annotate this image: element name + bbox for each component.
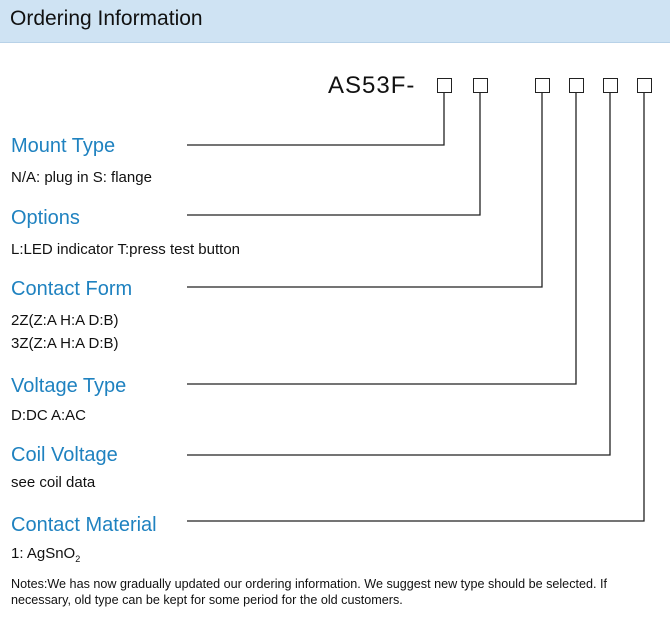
section-title-options: Options bbox=[11, 207, 80, 229]
code-box-contact-form bbox=[535, 78, 550, 93]
code-box-options bbox=[473, 78, 488, 93]
leader-line-coil-voltage bbox=[187, 93, 611, 456]
section-title-mount-type: Mount Type bbox=[11, 135, 116, 157]
leader-line-contact-material bbox=[187, 93, 645, 522]
section-text-contact-form-1: 2Z(Z:A H:A D:B) bbox=[11, 312, 119, 329]
section-title-voltage-type: Voltage Type bbox=[11, 375, 127, 397]
section-text-mount-type: N/A: plug in S: flange bbox=[11, 169, 152, 186]
code-box-coil-voltage bbox=[603, 78, 618, 93]
part-number-prefix: AS53F- bbox=[328, 72, 416, 99]
section-header: Ordering Information bbox=[0, 0, 670, 43]
section-text-coil-voltage: see coil data bbox=[11, 474, 96, 491]
section-title-contact-form: Contact Form bbox=[11, 278, 133, 300]
section-text-contact-material: 1: AgSnO2 bbox=[11, 543, 80, 570]
section-title-contact-material: Contact Material bbox=[11, 514, 157, 536]
section-text-voltage-type: D:DC A:AC bbox=[11, 407, 87, 424]
notes-text: Notes:We has now gradually updated our o… bbox=[11, 577, 607, 607]
leader-line-contact-form bbox=[187, 93, 543, 288]
code-box-mount-type bbox=[437, 78, 452, 93]
leader-line-options bbox=[187, 93, 481, 216]
leader-line-voltage-type bbox=[187, 93, 577, 385]
code-box-voltage-type bbox=[569, 78, 584, 93]
material-subscript: 2 bbox=[75, 554, 81, 564]
section-text-options: L:LED indicator T:press test button bbox=[11, 241, 241, 258]
code-box-contact-material bbox=[637, 78, 652, 93]
section-text-contact-form-2: 3Z(Z:A H:A D:B) bbox=[11, 335, 119, 352]
section-title-coil-voltage: Coil Voltage bbox=[11, 444, 118, 466]
material-code: 1: AgSnO bbox=[11, 545, 76, 562]
page-title: Ordering Information bbox=[10, 7, 203, 30]
leader-line-mount-type bbox=[187, 93, 445, 146]
